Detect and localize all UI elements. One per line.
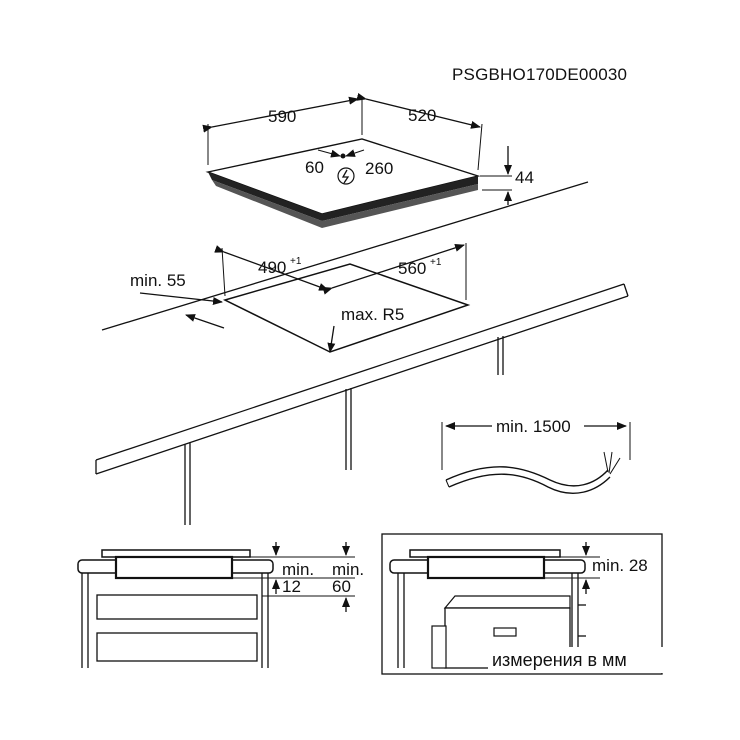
mains-cable-illustration xyxy=(441,422,631,494)
cable-right-arrow xyxy=(345,149,365,157)
hob-depth-label: 520 xyxy=(408,106,436,125)
cutout-width-tolerance: +1 xyxy=(290,256,302,267)
cutout-depth-tolerance: +1 xyxy=(430,257,442,268)
cable-left-label: 60 xyxy=(305,158,324,177)
oven-gap-label: min. 28 xyxy=(592,556,648,575)
section-left-illustration xyxy=(77,542,355,668)
hob-dimensions xyxy=(202,92,512,205)
cable-left-arrow xyxy=(317,149,341,158)
gap-a-value: 12 xyxy=(282,577,301,596)
gap-b-value: 60 xyxy=(332,577,351,596)
hob-width-label: 590 xyxy=(268,107,296,126)
cable-length-label: min. 1500 xyxy=(496,417,571,436)
drawing-code: PSGBHO170DE00030 xyxy=(452,65,627,84)
corner-radius-label: max. R5 xyxy=(341,305,404,324)
gap-a-label: min. xyxy=(282,560,314,579)
cutout-width-label: 490 xyxy=(258,258,286,277)
cutout-depth-label: 560 xyxy=(398,259,426,278)
cutout-dimensions xyxy=(139,243,467,353)
hob-illustration xyxy=(205,138,481,228)
power-connection-icon xyxy=(337,167,355,185)
units-note: измерения в мм xyxy=(492,650,627,670)
gap-b-label: min. xyxy=(332,560,364,579)
cable-right-label: 260 xyxy=(365,159,393,178)
worktop-illustration xyxy=(95,181,629,525)
hob-height-label: 44 xyxy=(515,168,534,187)
units-note-backdrop xyxy=(488,647,678,673)
edge-distance-label: min. 55 xyxy=(130,271,186,290)
